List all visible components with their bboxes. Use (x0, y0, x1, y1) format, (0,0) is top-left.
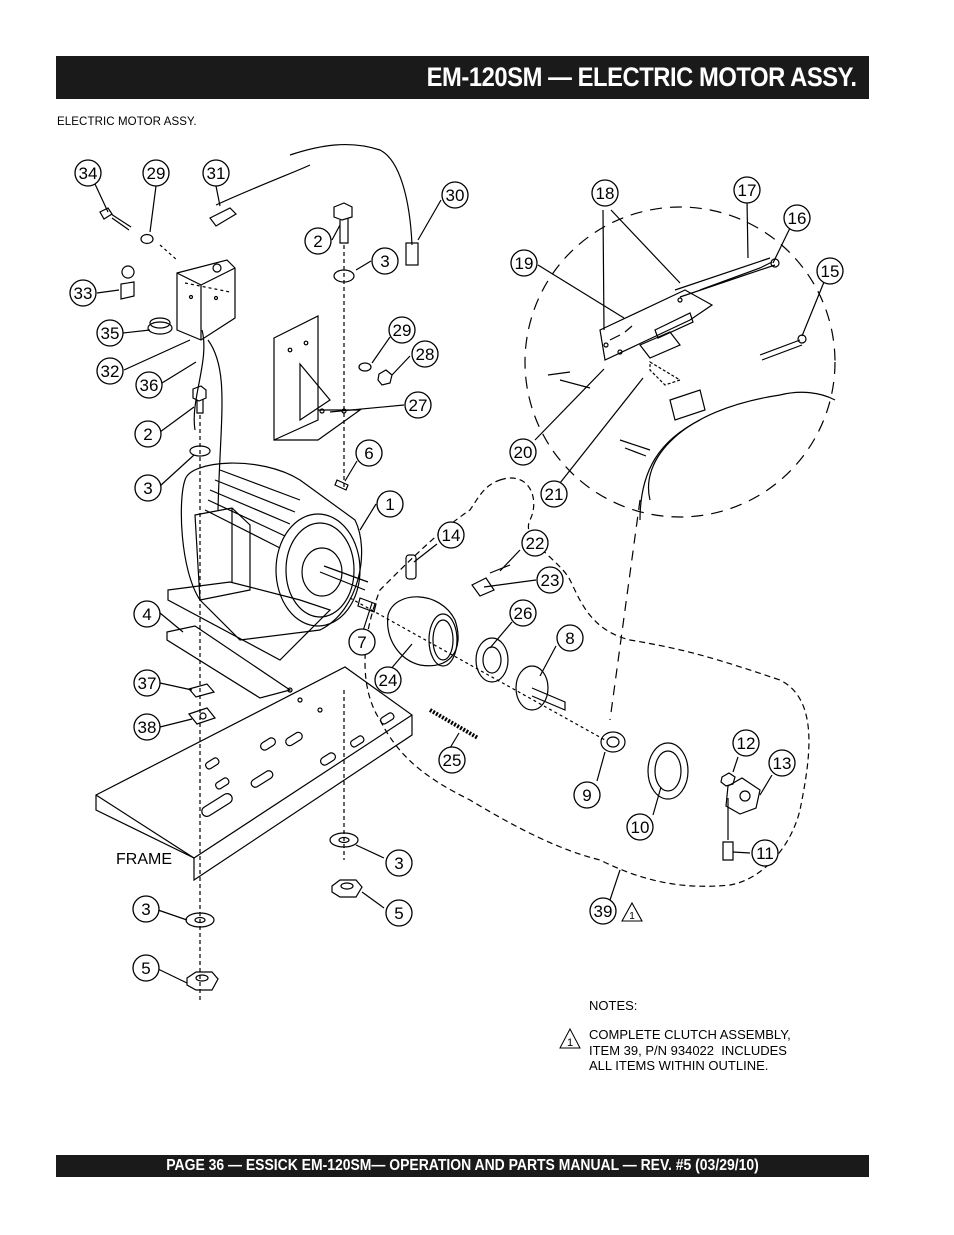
callout-16: 16 (788, 209, 807, 228)
callout-31: 31 (207, 164, 226, 183)
svg-text:1: 1 (567, 1037, 573, 1049)
page-title: EM-120SM — ELECTRIC MOTOR ASSY. (427, 62, 857, 92)
section-subtitle: ELECTRIC MOTOR ASSY. (57, 116, 197, 128)
callout-24: 24 (379, 671, 398, 690)
warning-triangle-icon: 1 (621, 901, 643, 922)
callout-32: 32 (101, 362, 120, 381)
callout-4: 4 (142, 605, 151, 624)
callout-6: 6 (364, 444, 373, 463)
page-title-bar: EM-120SM — ELECTRIC MOTOR ASSY. (56, 56, 869, 99)
callout-22: 22 (526, 534, 545, 553)
callout-36: 36 (140, 376, 159, 395)
callout-34: 34 (79, 164, 98, 183)
callout-27: 27 (409, 396, 428, 415)
callout-20: 20 (514, 443, 533, 462)
frame-label: FRAME (116, 851, 172, 868)
notes-heading: NOTES: (589, 998, 638, 1013)
callout-3: 3 (394, 854, 403, 873)
callout-3: 3 (141, 900, 150, 919)
callout-2: 2 (313, 232, 322, 251)
callout-9: 9 (582, 786, 591, 805)
callout-26: 26 (514, 604, 533, 623)
callout-39: 39 (594, 902, 613, 921)
callout-18: 18 (596, 184, 615, 203)
callout-19: 19 (515, 254, 534, 273)
callout-13: 13 (773, 754, 792, 773)
callout-11: 11 (756, 844, 774, 863)
callout-7: 7 (357, 633, 366, 652)
callout-12: 12 (737, 734, 756, 753)
callout-5: 5 (394, 904, 403, 923)
callout-35: 35 (101, 324, 120, 343)
callout-25: 25 (443, 751, 462, 770)
callout-30: 30 (446, 186, 465, 205)
callout-1: 1 (385, 495, 394, 514)
callout-3: 3 (380, 252, 389, 271)
callout-21: 21 (545, 485, 564, 504)
callout-2: 2 (143, 425, 152, 444)
callout-29: 29 (147, 164, 166, 183)
callout-14: 14 (442, 526, 461, 545)
callout-8: 8 (565, 629, 574, 648)
callout-23: 23 (541, 571, 560, 590)
callout-37: 37 (138, 674, 157, 693)
notes-text: COMPLETE CLUTCH ASSEMBLY, ITEM 39, P/N 9… (589, 1027, 791, 1073)
callout-29: 29 (393, 321, 412, 340)
callout-15: 15 (821, 262, 840, 281)
callout-28: 28 (416, 345, 435, 364)
callout-5: 5 (141, 959, 150, 978)
callout-33: 33 (74, 284, 93, 303)
page-footer: PAGE 36 — ESSICK EM-120SM— OPERATION AND… (56, 1155, 869, 1177)
footer-text: PAGE 36 — ESSICK EM-120SM— OPERATION AND… (166, 1157, 759, 1174)
warning-triangle-icon: 1 (559, 1027, 581, 1049)
callout-38: 38 (138, 718, 157, 737)
callout-17: 17 (738, 181, 757, 200)
svg-text:1: 1 (629, 911, 635, 922)
callout-3: 3 (143, 479, 152, 498)
callout-10: 10 (631, 818, 650, 837)
